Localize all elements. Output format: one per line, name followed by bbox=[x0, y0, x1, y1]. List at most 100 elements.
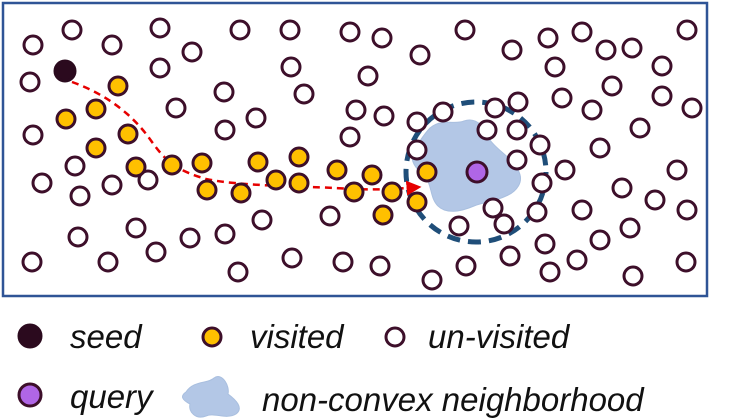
neighborhood-boundary bbox=[403, 99, 549, 245]
visited-node bbox=[161, 154, 183, 176]
unvisited-node bbox=[507, 91, 529, 113]
unvisited-node bbox=[149, 57, 171, 79]
unvisited-node bbox=[213, 81, 235, 103]
legend-unvisited-marker bbox=[384, 326, 406, 348]
unvisited-node bbox=[551, 87, 573, 109]
legend-label-neighborhood: non-convex neighborhood bbox=[262, 381, 644, 418]
unvisited-node bbox=[531, 172, 553, 194]
unvisited-node bbox=[181, 41, 203, 63]
unvisited-node bbox=[554, 159, 576, 181]
visited-node bbox=[288, 172, 310, 194]
unvisited-node bbox=[622, 265, 644, 287]
unvisited-node bbox=[19, 71, 41, 93]
unvisited-node bbox=[651, 85, 673, 107]
legend-label-unvisited: un-visited bbox=[428, 318, 570, 355]
unvisited-node bbox=[611, 177, 633, 199]
unvisited-node bbox=[332, 251, 354, 273]
unvisited-node bbox=[544, 56, 566, 78]
unvisited-node bbox=[101, 174, 123, 196]
visited-node bbox=[230, 182, 252, 204]
visited-node bbox=[406, 191, 428, 213]
unvisited-node bbox=[21, 251, 43, 273]
unvisited-node bbox=[534, 233, 556, 255]
visited-node bbox=[343, 181, 365, 203]
unvisited-node bbox=[69, 185, 91, 207]
unvisited-node bbox=[675, 251, 697, 273]
unvisited-node bbox=[629, 117, 651, 139]
visited-node bbox=[416, 161, 438, 183]
unvisited-node bbox=[455, 255, 477, 277]
unvisited-node bbox=[406, 111, 428, 133]
visited-node bbox=[326, 159, 348, 181]
unvisited-node bbox=[539, 261, 561, 283]
unvisited-node bbox=[22, 124, 44, 146]
unvisited-node bbox=[97, 251, 119, 273]
unvisited-node bbox=[432, 101, 454, 123]
unvisited-node bbox=[676, 19, 698, 41]
unvisited-node bbox=[229, 19, 251, 41]
unvisited-node bbox=[499, 245, 521, 267]
unvisited-node bbox=[125, 217, 147, 239]
unvisited-node bbox=[526, 201, 548, 223]
unvisited-node bbox=[506, 119, 528, 141]
unvisited-node bbox=[421, 269, 443, 291]
visited-node bbox=[55, 108, 77, 130]
unvisited-node bbox=[165, 97, 187, 119]
unvisited-node bbox=[476, 119, 498, 141]
visited-node bbox=[196, 179, 218, 201]
visited-node bbox=[85, 98, 107, 120]
unvisited-node bbox=[61, 19, 83, 41]
unvisited-node bbox=[501, 39, 523, 61]
unvisited-node bbox=[371, 27, 393, 49]
unvisited-node bbox=[279, 19, 301, 41]
unvisited-node bbox=[676, 199, 698, 221]
unvisited-node bbox=[251, 209, 273, 231]
unvisited-node bbox=[357, 65, 379, 87]
visited-node bbox=[288, 146, 310, 168]
unvisited-node bbox=[566, 249, 588, 271]
unvisited-node bbox=[281, 247, 303, 269]
unvisited-node bbox=[571, 21, 593, 43]
unvisited-node bbox=[595, 39, 617, 61]
visited-node bbox=[191, 152, 213, 174]
unvisited-node bbox=[681, 97, 703, 119]
query-node bbox=[465, 160, 489, 184]
search-path-arrow bbox=[71, 80, 422, 196]
unvisited-node bbox=[448, 215, 470, 237]
unvisited-node bbox=[409, 44, 431, 66]
unvisited-node bbox=[339, 21, 361, 43]
unvisited-node bbox=[621, 37, 643, 59]
unvisited-node bbox=[22, 34, 44, 56]
unvisited-node bbox=[214, 119, 236, 141]
unvisited-node bbox=[601, 75, 623, 97]
unvisited-node bbox=[67, 226, 89, 248]
unvisited-node bbox=[537, 27, 559, 49]
unvisited-node bbox=[454, 19, 476, 41]
legend-visited-marker bbox=[201, 326, 223, 348]
unvisited-node bbox=[644, 189, 666, 211]
graph-frame bbox=[1, 1, 709, 298]
unvisited-node bbox=[506, 149, 528, 171]
unvisited-node bbox=[245, 107, 267, 129]
unvisited-node bbox=[484, 97, 506, 119]
unvisited-node bbox=[493, 213, 515, 235]
unvisited-node bbox=[137, 169, 159, 191]
unvisited-node bbox=[651, 55, 673, 77]
unvisited-node bbox=[406, 139, 428, 161]
unvisited-node bbox=[280, 56, 302, 78]
legend-label-query: query bbox=[70, 378, 153, 415]
unvisited-node bbox=[369, 255, 391, 277]
visited-node bbox=[381, 181, 403, 203]
unvisited-node bbox=[319, 205, 341, 227]
unvisited-node bbox=[339, 126, 361, 148]
unvisited-node bbox=[666, 159, 688, 181]
legend-label-seed: seed bbox=[70, 318, 142, 355]
visited-node bbox=[247, 151, 269, 173]
unvisited-node bbox=[529, 134, 551, 156]
visited-node bbox=[372, 204, 394, 226]
unvisited-node bbox=[581, 99, 603, 121]
unvisited-node bbox=[373, 105, 395, 127]
legend-query-marker bbox=[17, 382, 43, 408]
unvisited-node bbox=[31, 172, 53, 194]
